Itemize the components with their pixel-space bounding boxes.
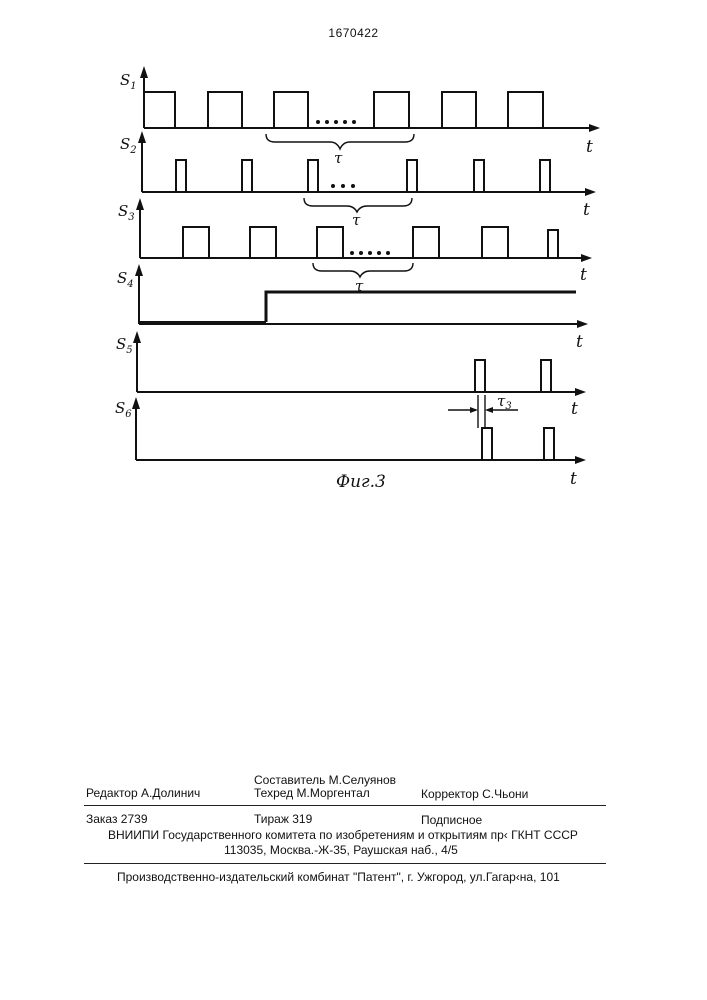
arrowheads [132,66,600,464]
tau-label-s1: τ [334,149,343,167]
label-s4: S4 [117,269,134,290]
imprint-compiler: Составитель М.Селуянов [254,773,396,787]
axis-t-s6: t [570,469,577,489]
imprint-rule-top [84,805,606,806]
ellipsis-dots [316,120,390,255]
imprint-editor: Редактор А.Долинич [86,786,200,800]
tau3-label: τ3 [497,392,512,412]
label-s3: S3 [118,202,135,223]
imprint-techred: Техред М.Моргентал [254,786,370,800]
s2-waveform [142,137,590,192]
timing-diagram: S1 S2 S3 S4 S5 S6 t t t t t t τ τ τ τ3 Ф… [0,0,707,500]
label-s1: S1 [120,71,137,92]
axis-t-s5: t [571,399,578,419]
tau-label-s3: τ [355,277,364,295]
tau-label-s2: τ [352,211,361,229]
imprint-rule-bottom [84,863,606,864]
axis-t-s3: t [580,265,587,285]
axis-t-s2: t [583,200,590,220]
label-s5: S5 [116,335,133,356]
s5-waveform [137,337,580,392]
imprint-address: 113035, Москва.-Ж-35, Раушская наб., 4/5 [224,843,458,857]
s1-waveform [144,72,594,128]
axis-t-s4: t [576,332,583,352]
label-s6: S6 [115,399,132,420]
imprint-subscription: Подписное [421,813,482,827]
axis-t-s1: t [586,137,593,157]
imprint-corrector: Корректор С.Чьони [421,787,528,801]
s3-waveform [140,204,586,258]
imprint-publisher: Производственно-издательский комбинат "П… [117,870,560,884]
imprint-order: Заказ 2739 [86,812,148,826]
s6-waveform [136,403,580,460]
figure-caption: Фиг.3 [336,472,386,492]
imprint-circulation: Тираж 319 [254,812,312,826]
imprint-institute: ВНИИПИ Государственного комитета по изоб… [108,828,578,842]
label-s2: S2 [120,135,137,156]
